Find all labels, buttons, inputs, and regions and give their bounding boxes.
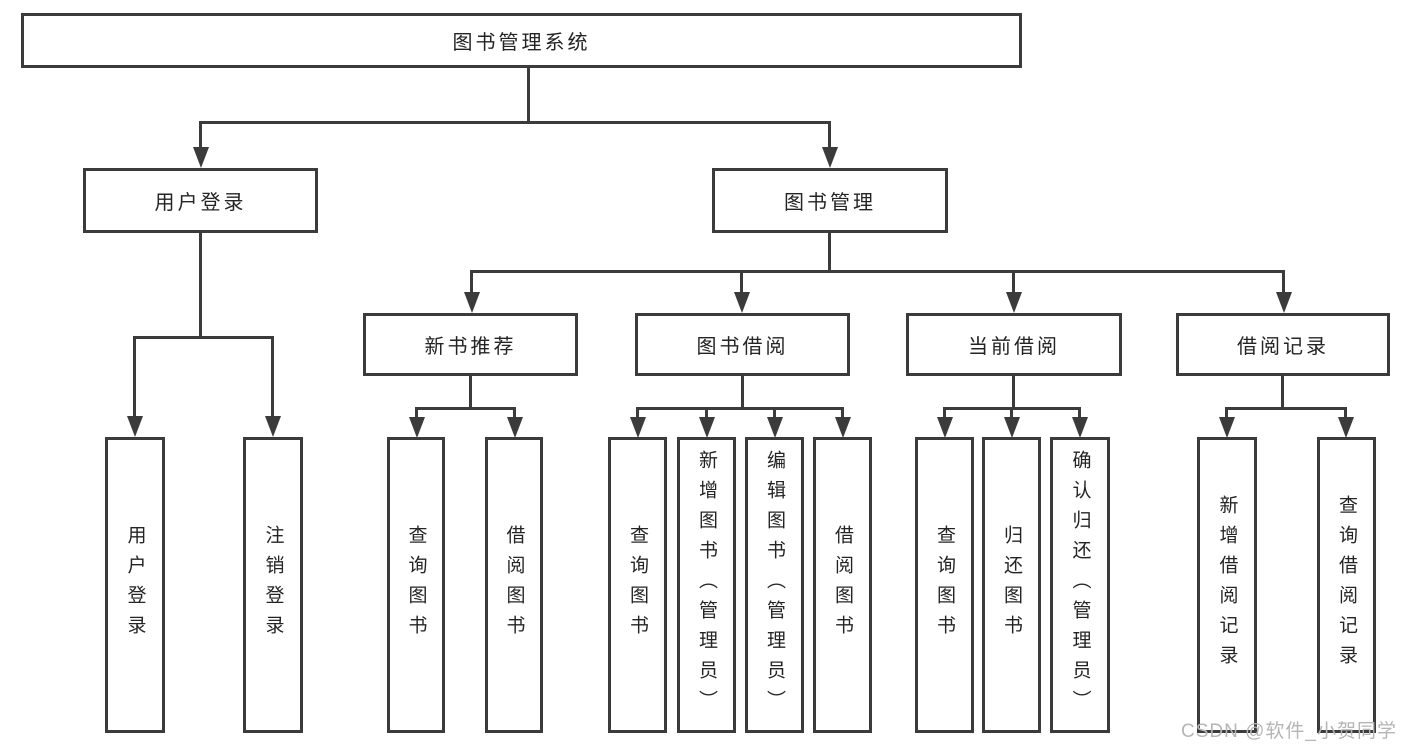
connector-arrow-icon — [1338, 417, 1354, 438]
leaf-return-books: 归还图书 — [982, 437, 1041, 733]
connector-arrow-icon — [1276, 292, 1292, 313]
connector-arrow-icon — [507, 417, 523, 438]
leaf-edit-books-admin: 编辑图书（管理员） — [745, 437, 804, 733]
connector-line — [271, 336, 274, 418]
connector-line — [741, 376, 744, 410]
connector-line — [133, 336, 136, 418]
leaf-query-books-borrowing: 查询图书 — [608, 437, 667, 733]
connector-arrow-icon — [835, 417, 851, 438]
connector-line — [1010, 407, 1013, 419]
connector-line — [773, 407, 776, 419]
node-label: 注销登录 — [262, 525, 284, 645]
node-label: 图书管理系统 — [452, 32, 591, 54]
connector-arrow-icon — [464, 292, 480, 313]
connector-line — [1225, 407, 1346, 410]
leaf-add-borrow-record: 新增借阅记录 — [1197, 437, 1257, 733]
connector-line — [1281, 376, 1284, 410]
connector-arrow-icon — [1004, 417, 1020, 438]
connector-line — [636, 407, 639, 419]
connector-arrow-icon — [1072, 417, 1088, 438]
node-book-borrowing: 图书借阅 — [635, 313, 850, 376]
leaf-confirm-return-admin: 确认归还（管理员） — [1050, 437, 1110, 733]
connector-arrow-icon — [193, 147, 209, 168]
connector-line — [636, 407, 843, 410]
leaf-query-books-recommend: 查询图书 — [387, 437, 445, 733]
connector-arrow-icon — [630, 417, 646, 438]
node-label: 用户登录 — [124, 525, 146, 645]
leaf-query-books-current: 查询图书 — [915, 437, 974, 733]
connector-arrow-icon — [127, 416, 143, 437]
connector-line — [705, 407, 708, 419]
csdn-watermark: CSDN @软件_小贺同学 — [1181, 721, 1397, 742]
connector-arrow-icon — [937, 417, 953, 438]
connector-line — [513, 407, 516, 419]
node-label: 借阅图书 — [503, 525, 525, 645]
connector-line — [199, 121, 202, 150]
connector-arrow-icon — [699, 417, 715, 438]
node-label: 用户登录 — [154, 192, 247, 214]
node-label: 借阅图书 — [832, 525, 853, 645]
connector-line — [943, 407, 946, 419]
connector-line — [133, 336, 274, 339]
node-label: 归还图书 — [1001, 525, 1022, 645]
connector-line — [470, 270, 1285, 273]
node-label: 图书借阅 — [696, 336, 789, 358]
leaf-borrow-books: 借阅图书 — [813, 437, 872, 733]
connector-arrow-icon — [409, 417, 425, 438]
node-current-borrowing: 当前借阅 — [906, 313, 1122, 376]
node-new-book-recommendation: 新书推荐 — [363, 313, 578, 376]
connector-line — [740, 270, 743, 293]
node-user-login-branch: 用户登录 — [83, 168, 318, 233]
node-label: 查询图书 — [627, 525, 648, 645]
node-label: 借阅记录 — [1237, 336, 1329, 358]
connector-line — [1225, 407, 1228, 419]
node-label: 编辑图书（管理员） — [764, 450, 785, 720]
connector-line — [527, 68, 530, 124]
node-borrowing-records: 借阅记录 — [1176, 313, 1390, 376]
connector-line — [199, 233, 202, 339]
connector-line — [469, 376, 472, 410]
connector-arrow-icon — [822, 147, 838, 168]
node-label: 图书管理 — [784, 192, 876, 214]
connector-arrow-icon — [767, 417, 783, 438]
connector-line — [828, 121, 831, 150]
connector-line — [828, 233, 831, 273]
connector-line — [1344, 407, 1347, 419]
connector-line — [470, 270, 473, 293]
leaf-borrow-books-recommend: 借阅图书 — [485, 437, 543, 733]
leaf-query-borrow-record: 查询借阅记录 — [1317, 437, 1376, 733]
connector-line — [1012, 376, 1015, 410]
connector-arrow-icon — [1219, 417, 1235, 438]
node-label: 查询图书 — [405, 525, 427, 645]
node-label: 新增图书（管理员） — [696, 450, 717, 720]
connector-line — [1012, 270, 1015, 293]
connector-arrow-icon — [1006, 292, 1022, 313]
node-book-management-branch: 图书管理 — [712, 168, 948, 233]
connector-line — [199, 121, 831, 124]
connector-arrow-icon — [265, 416, 281, 437]
node-label: 新增借阅记录 — [1216, 495, 1238, 675]
leaf-add-books-admin: 新增图书（管理员） — [677, 437, 736, 733]
node-label: 查询图书 — [934, 525, 955, 645]
node-label: 当前借阅 — [968, 336, 1060, 358]
node-label: 查询借阅记录 — [1336, 495, 1357, 675]
connector-line — [841, 407, 844, 419]
leaf-logout: 注销登录 — [243, 437, 303, 733]
connector-line — [415, 407, 516, 410]
connector-line — [1078, 407, 1081, 419]
connector-line — [1282, 270, 1285, 293]
node-library-management-system: 图书管理系统 — [21, 13, 1022, 68]
connector-arrow-icon — [734, 292, 750, 313]
node-label: 确认归还（管理员） — [1069, 450, 1091, 720]
node-label: 新书推荐 — [424, 336, 517, 358]
connector-line — [415, 407, 418, 419]
leaf-user-login: 用户登录 — [105, 437, 165, 733]
